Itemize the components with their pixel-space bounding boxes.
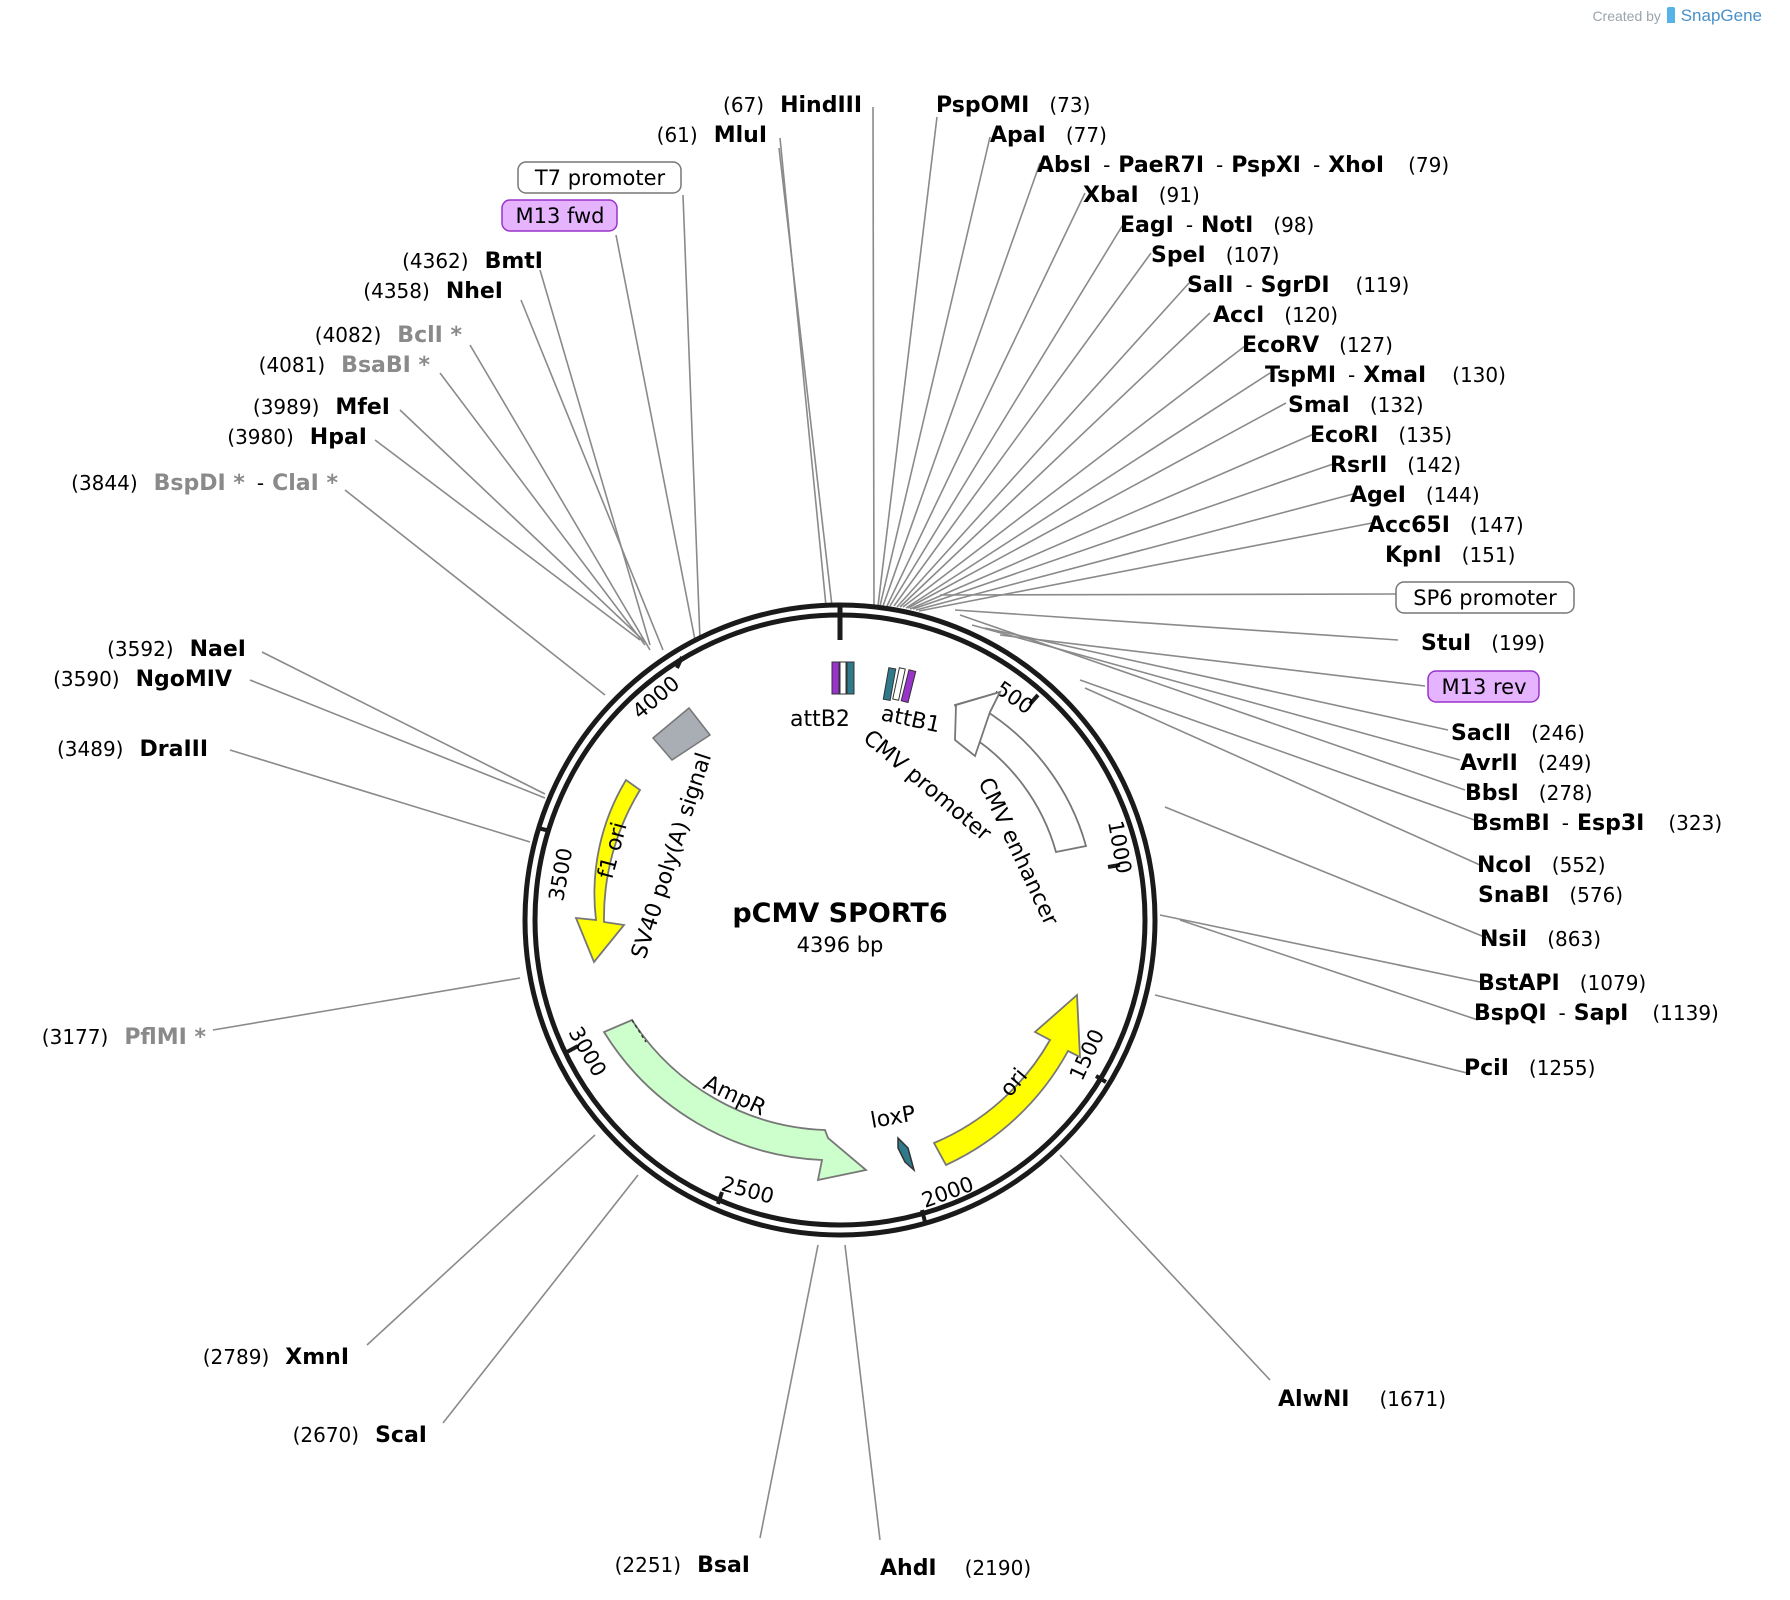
feature-cmv-promoter[interactable]	[954, 690, 1002, 758]
site-kpni: KpnI(151)	[1385, 543, 1515, 568]
site-apai: ApaI(77)	[990, 123, 1107, 148]
site-ngomiv: (3590)NgoMIV	[53, 667, 232, 692]
snapgene-logo-icon	[1666, 7, 1675, 23]
tick-3500: 3500	[544, 846, 577, 903]
primer-m13rev-label: M13 rev	[1441, 675, 1526, 699]
site-spei: SpeI(107)	[1151, 243, 1279, 268]
site-ncoi: NcoI(552)	[1477, 853, 1606, 878]
site-mlui: (61)MluI	[657, 123, 767, 148]
label-loxp: loxP	[869, 1101, 918, 1133]
site-alwni: AlwNI(1671)	[1278, 1387, 1446, 1412]
scale-ticks	[537, 605, 1121, 1223]
site-bspdi: (3844)BspDI *-ClaI *	[71, 471, 338, 496]
site-bsabi: (4081)BsaBI *	[259, 353, 431, 378]
label-f1-ori: f1 ori	[594, 820, 633, 882]
site-bsmbi: BsmBI-Esp3I(323)	[1472, 811, 1722, 836]
snapgene-credit: Created by SnapGene	[1592, 6, 1762, 26]
primer-t7-label: T7 promoter	[534, 166, 666, 190]
site-bbsi: BbsI(278)	[1465, 781, 1593, 806]
site-sali: SalI-SgrDI(119)	[1187, 273, 1409, 298]
site-rsrii: RsrII(142)	[1330, 453, 1461, 478]
site-xbai: XbaI(91)	[1083, 183, 1200, 208]
site-snabi: SnaBI(576)	[1478, 883, 1623, 908]
primer-t7-promoter[interactable]: T7 promoter	[517, 161, 682, 194]
site-bspqi: BspQI-SapI(1139)	[1474, 1001, 1719, 1026]
primer-sp6-label: SP6 promoter	[1413, 586, 1557, 610]
site-naei: (3592)NaeI	[107, 637, 246, 662]
site-ecori: EcoRI(135)	[1310, 423, 1452, 448]
site-bmti: (4362)BmtI	[402, 249, 543, 274]
primer-m13-fwd[interactable]: M13 fwd	[501, 199, 618, 232]
site-draiii: (3489)DraIII	[57, 737, 208, 762]
feature-attb1[interactable]	[882, 667, 917, 704]
right-leader-lines	[844, 106, 1488, 1541]
site-hpai: (3980)HpaI	[227, 425, 367, 450]
site-agei: AgeI(144)	[1350, 483, 1480, 508]
feature-f1-ori[interactable]	[574, 778, 642, 964]
site-scai: (2670)ScaI	[293, 1423, 427, 1448]
label-attb1: attB1	[879, 701, 943, 738]
feature-sv40-polya[interactable]	[651, 706, 712, 761]
primer-m13-rev[interactable]: M13 rev	[1427, 670, 1540, 703]
site-tspmi: TspMI-XmaI(130)	[1265, 363, 1506, 388]
site-eagi: EagI-NotI(98)	[1120, 213, 1314, 238]
label-sv40-polya: SV40 poly(A) signal	[627, 750, 717, 962]
site-acci: AccI(120)	[1213, 303, 1338, 328]
site-acc65i: Acc65I(147)	[1368, 513, 1524, 538]
site-bcli: (4082)BclI *	[315, 323, 463, 348]
site-bsai: (2251)BsaI	[615, 1553, 750, 1578]
site-mfei: (3989)MfeI	[253, 395, 390, 420]
primer-m13fwd-label: M13 fwd	[515, 204, 604, 228]
primer-sp6-promoter[interactable]: SP6 promoter	[1395, 581, 1575, 614]
site-avrii: AvrII(249)	[1460, 751, 1592, 776]
site-nhei: (4358)NheI	[363, 279, 503, 304]
credit-brand: SnapGene	[1680, 6, 1762, 25]
site-xmni: (2789)XmnI	[203, 1345, 349, 1370]
site-ecorv: EcoRV(127)	[1242, 333, 1393, 358]
site-pflmi: (3177)PflMI *	[42, 1025, 207, 1050]
plasmid-length: 4396 bp	[797, 933, 884, 957]
site-hindiii: (67)HindIII	[723, 93, 862, 118]
site-pcii: PciI(1255)	[1464, 1056, 1595, 1081]
credit-prefix: Created by	[1592, 8, 1661, 24]
left-leader-lines	[212, 137, 833, 1539]
feature-attb2[interactable]	[831, 661, 855, 695]
right-site-labels: PspOMI(73) ApaI(77) AbsI-PaeR7I-PspXI-Xh…	[880, 93, 1722, 1581]
plasmid-name: pCMV SPORT6	[732, 898, 947, 929]
site-stui: StuI(199)	[1421, 631, 1545, 656]
left-site-labels: (67)HindIII (61)MluI (4362)BmtI (4358)Nh…	[42, 93, 862, 1578]
site-smai: SmaI(132)	[1288, 393, 1424, 418]
site-nsii: NsiI(863)	[1480, 927, 1601, 952]
label-attb2: attB2	[790, 707, 850, 732]
site-absi: AbsI-PaeR7I-PspXI-XhoI(79)	[1037, 153, 1449, 178]
site-ahdi: AhdI(2190)	[880, 1556, 1031, 1581]
feature-loxp[interactable]	[897, 1136, 916, 1173]
feature-ampr[interactable]	[602, 1018, 868, 1182]
feature-ori[interactable]	[932, 993, 1081, 1167]
site-bstapi: BstAPI(1079)	[1478, 971, 1646, 996]
site-pspomi: PspOMI(73)	[936, 93, 1090, 118]
site-sacii: SacII(246)	[1451, 721, 1585, 746]
